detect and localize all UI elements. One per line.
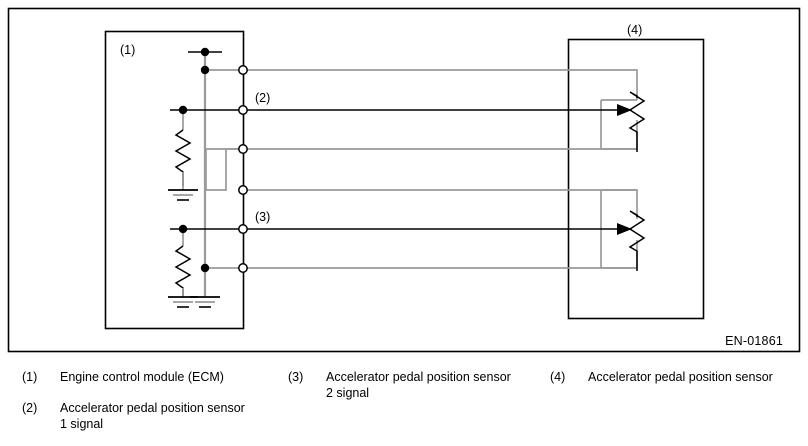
junction-dot-ground-bus xyxy=(200,263,210,273)
legend-item-2-text: Accelerator pedal position sensor 1 sign… xyxy=(60,401,248,431)
sensor1-wiper-arrowhead xyxy=(617,104,632,116)
ecm-ground-symbol-2 xyxy=(168,296,198,308)
accelerator-pedal-position-sensor-box xyxy=(567,38,705,320)
ecm-terminal-5 xyxy=(238,224,248,234)
sensor1-supply-wire xyxy=(243,69,638,100)
legend-item-3-text: Accelerator pedal position sensor 2 sign… xyxy=(326,370,514,400)
ecm-terminal-6 xyxy=(238,263,248,273)
sensor1-potentiometer-resistor xyxy=(628,91,646,152)
ecm-terminal-3 xyxy=(238,144,248,154)
ecm-terminal-2 xyxy=(238,105,248,115)
figure-code: EN-01861 xyxy=(725,334,783,348)
legend-item-4-number: (4) xyxy=(550,370,565,384)
sensor1-ground-return-wire xyxy=(243,120,638,150)
callout-label-3: (3) xyxy=(255,210,270,224)
legend-item-1-number: (1) xyxy=(22,370,37,384)
ecm-return-bus-link xyxy=(205,148,243,191)
engine-control-module-box xyxy=(104,30,245,330)
sensor2-supply-wire xyxy=(243,189,638,219)
sensor2-potentiometer-resistor xyxy=(628,210,646,271)
legend-item-3-number: (3) xyxy=(288,370,303,384)
ecm-ground-symbol-1 xyxy=(168,189,198,201)
junction-dot-pullup-2 xyxy=(178,224,188,234)
sensor2-ground-return-wire xyxy=(243,240,638,269)
figure-border xyxy=(7,7,801,353)
junction-dot-supply-1 xyxy=(200,65,210,75)
ecm-pullup-resistor-2 xyxy=(174,245,192,297)
callout-label-2: (2) xyxy=(255,91,270,105)
ecm-terminal-4 xyxy=(238,185,248,195)
legend-item-4-text: Accelerator pedal position sensor xyxy=(588,370,773,384)
ecm-ground-symbol-3 xyxy=(190,296,220,308)
callout-label-1: (1) xyxy=(120,43,135,57)
legend-item-1-text: Engine control module (ECM) xyxy=(60,370,224,384)
junction-dot-pullup-1 xyxy=(178,105,188,115)
legend-item-2-number: (2) xyxy=(22,401,37,415)
junction-dot-top-stub xyxy=(200,47,210,57)
sensor2-wiper-arrowhead xyxy=(617,223,632,235)
callout-label-4: (4) xyxy=(627,23,642,37)
ecm-pullup-resistor-1 xyxy=(174,129,192,186)
ecm-terminal-1 xyxy=(238,65,248,75)
